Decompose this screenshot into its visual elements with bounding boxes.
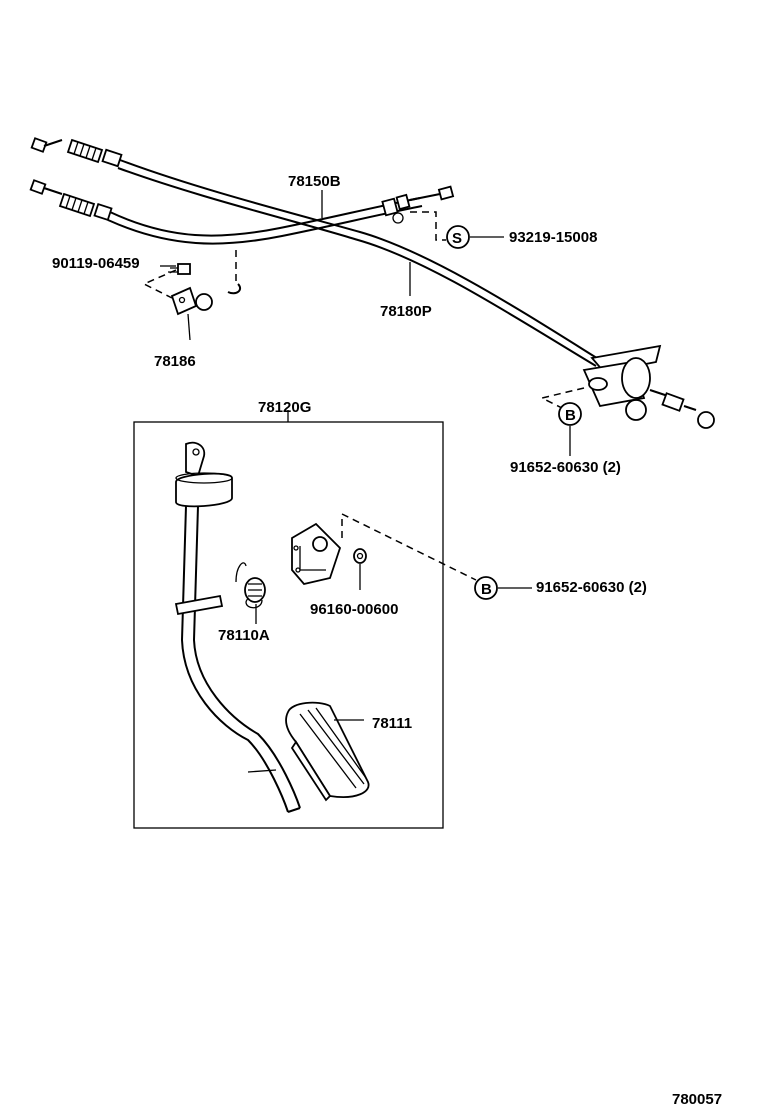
- diagram-code: 780057: [672, 1091, 722, 1108]
- pedal-arm: [174, 441, 301, 813]
- marker-s: S: [452, 230, 462, 247]
- label-78186: 78186: [154, 353, 196, 370]
- cable-78150b: [30, 137, 601, 367]
- label-93219-15008: 93219-15008: [509, 229, 597, 246]
- marker-b-lower: B: [481, 581, 492, 598]
- clamp-s: [410, 211, 504, 249]
- bracket-78186: [142, 250, 242, 341]
- throttle-bracket: [539, 344, 715, 456]
- label-78110a: 78110A: [218, 627, 270, 644]
- label-78180p: 78180P: [380, 303, 432, 320]
- pedal-pad-78111: [285, 701, 370, 802]
- label-91652-60630-lower: 91652-60630 (2): [536, 579, 647, 596]
- label-91652-60630-upper: 91652-60630 (2): [510, 459, 621, 476]
- label-78150b: 78150B: [288, 173, 341, 190]
- cable-78180p: [29, 179, 455, 245]
- label-96160-00600: 96160-00600: [310, 601, 398, 618]
- return-spring-78110a: [235, 562, 266, 624]
- label-78120g: 78120G: [258, 399, 311, 416]
- label-78111: 78111: [372, 715, 412, 732]
- bolt-b-lower: [474, 576, 532, 600]
- marker-b-upper: B: [565, 407, 576, 424]
- label-90119-06459: 90119-06459: [52, 255, 140, 272]
- pedal-bracket: [291, 512, 477, 590]
